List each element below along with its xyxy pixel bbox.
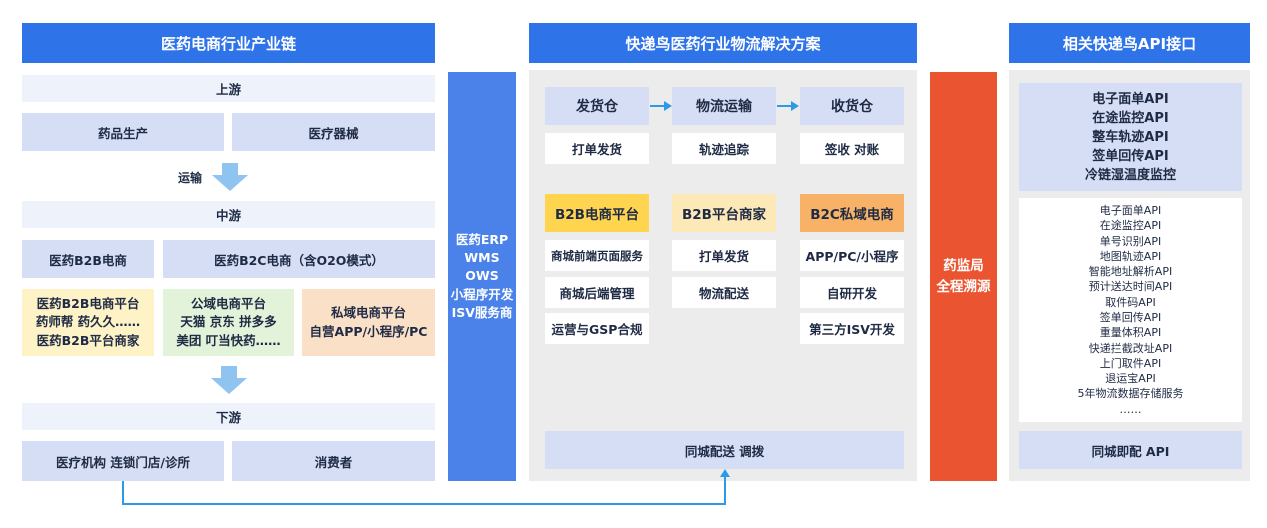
solution-panel — [529, 70, 917, 481]
b2b-platform-card: 医药B2B电商平台 药师帮 药久久…… 医药B2B平台商家 — [22, 289, 154, 356]
api-header: 相关快递鸟API接口 — [1009, 23, 1250, 63]
regulator-bar: 药监局 全程溯源 — [930, 72, 997, 481]
right-arrow-icon — [777, 101, 799, 111]
drug-production: 药品生产 — [22, 113, 224, 151]
bar-line: ISV服务商 — [451, 304, 513, 320]
api-list-item: 在途监控API — [1099, 219, 1162, 233]
midstream-label: 中游 — [22, 201, 435, 228]
sign-reconcile: 签收 对账 — [800, 133, 904, 164]
api-list-item: 快递拦截改址API — [1088, 341, 1173, 355]
regulator-line: 药监局 — [943, 258, 984, 275]
api-list: 电子面单API 在途监控API 单号识别API 地图轨迹API 智能地址解析AP… — [1019, 198, 1242, 422]
api-list-item: 重量体积API — [1099, 326, 1162, 340]
card-line: 医药B2B电商平台 — [36, 296, 140, 312]
self-developed: 自研开发 — [800, 277, 904, 308]
b2b-ecommerce: 医药B2B电商 — [22, 240, 154, 278]
medical-devices: 医疗器械 — [232, 113, 435, 151]
integration-bar: 医药ERP WMS OWS 小程序开发 ISV服务商 — [448, 72, 516, 481]
connector-arrow-icon — [122, 469, 730, 505]
private-platform-card: 私域电商平台 自营APP/小程序/PC — [302, 289, 435, 356]
receiving-warehouse: 收货仓 — [800, 87, 904, 125]
api-list-item: 上门取件API — [1099, 356, 1162, 370]
b2b-merchant: B2B平台商家 — [672, 194, 776, 232]
frontend-service: 商城前端页面服务 — [545, 240, 649, 271]
chain-header: 医药电商行业产业链 — [22, 23, 435, 63]
down-arrow-icon — [212, 163, 248, 191]
bar-line: 小程序开发 — [450, 286, 514, 302]
api-featured-item: 电子面单API — [1092, 91, 1169, 107]
api-list-item: 取件码API — [1105, 295, 1156, 309]
backend-management: 商城后端管理 — [545, 277, 649, 308]
down-arrow-icon — [211, 366, 247, 394]
api-list-item: 签单回传API — [1099, 311, 1162, 324]
api-featured-item: 冷链湿温度监控 — [1084, 167, 1176, 183]
api-featured-item: 在途监控API — [1092, 110, 1169, 126]
api-list-item: …… — [1119, 402, 1142, 416]
bar-line: 医药ERP — [455, 232, 509, 248]
transport-label: 运输 — [177, 170, 202, 185]
shipping-warehouse: 发货仓 — [545, 87, 649, 125]
bar-line: OWS — [465, 268, 499, 284]
api-list-item: 单号识别API — [1099, 234, 1162, 248]
upstream-label: 上游 — [22, 75, 435, 102]
api-list-item: 地图轨迹API — [1099, 249, 1162, 263]
regulator-line: 全程溯源 — [936, 278, 991, 295]
downstream-label: 下游 — [22, 403, 435, 430]
api-list-item: 退运宝API — [1105, 372, 1156, 386]
track-trace: 轨迹追踪 — [672, 133, 776, 164]
api-list-item: 预计送达时间API — [1088, 280, 1173, 294]
medical-institutions: 医疗机构 连锁门店/诊所 — [22, 441, 224, 481]
b2c-ecommerce: 医药B2C电商（含O2O模式） — [163, 240, 435, 278]
b2c-private: B2C私域电商 — [800, 194, 904, 232]
consumers: 消费者 — [232, 441, 435, 481]
api-featured: 电子面单API 在途监控API 整车轨迹API 签单回传API 冷链湿温度监控 — [1019, 83, 1242, 191]
card-line: 私域电商平台 — [330, 305, 406, 321]
public-platform-card: 公域电商平台 天猫 京东 拼多多 美团 叮当快药…… — [163, 289, 294, 356]
api-featured-item: 签单回传API — [1092, 148, 1169, 164]
print-ship: 打单发货 — [545, 133, 649, 164]
print-ship-2: 打单发货 — [672, 240, 776, 271]
card-line: 天猫 京东 拼多多 — [180, 314, 277, 330]
solution-header: 快递鸟医药行业物流解决方案 — [529, 23, 917, 63]
api-list-item: 电子面单API — [1099, 203, 1162, 217]
same-city-api: 同城即配 API — [1019, 431, 1242, 469]
gsp-compliance: 运营与GSP合规 — [545, 313, 649, 344]
card-line: 医药B2B平台商家 — [36, 332, 140, 348]
logistics-delivery: 物流配送 — [672, 277, 776, 308]
logistics-transport: 物流运输 — [672, 87, 776, 125]
api-featured-item: 整车轨迹API — [1092, 129, 1169, 145]
card-line: 公域电商平台 — [190, 296, 266, 312]
right-arrow-icon — [650, 101, 672, 111]
api-list-item: 智能地址解析API — [1088, 265, 1173, 279]
bar-line: WMS — [464, 250, 500, 266]
card-line: 自营APP/小程序/PC — [309, 323, 428, 339]
b2b-platform: B2B电商平台 — [545, 194, 649, 232]
api-list-item: 5年物流数据存储服务 — [1077, 387, 1184, 401]
card-line: 美团 叮当快药…… — [176, 332, 281, 348]
third-party-isv: 第三方ISV开发 — [800, 313, 904, 344]
same-city-delivery: 同城配送 调拨 — [545, 431, 904, 469]
card-line: 药师帮 药久久…… — [35, 314, 141, 330]
app-pc-miniprogram: APP/PC/小程序 — [800, 240, 904, 271]
